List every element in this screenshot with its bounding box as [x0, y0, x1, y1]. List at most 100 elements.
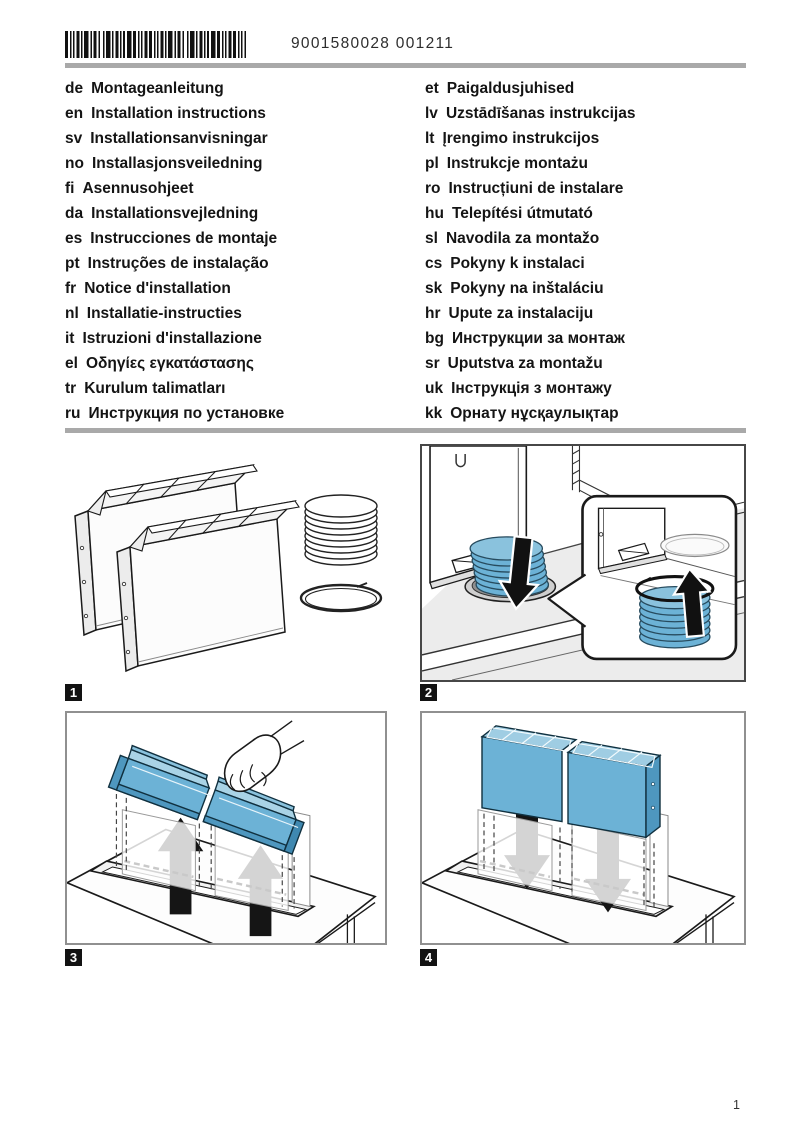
language-code: et	[425, 80, 439, 97]
language-list-left: de Montageanleitung en Installation instru…	[65, 76, 415, 426]
language-title: Installasjonsveiledning	[91, 155, 263, 172]
language-code: en	[65, 105, 84, 122]
document-number: 9001580028 001211	[291, 35, 455, 52]
guide-dashes	[115, 793, 295, 909]
language-row: es Instrucciones de montaje	[65, 226, 415, 251]
language-title: Instrucciones de montaje	[90, 230, 278, 247]
language-code: fr	[65, 280, 77, 297]
language-title: Pokyny na inštaláciu	[450, 280, 604, 297]
language-title: Upute za instalaciju	[448, 305, 594, 322]
language-code: pl	[425, 155, 439, 172]
language-row: pl Instrukcje montażu	[425, 151, 775, 176]
table-leg	[346, 914, 355, 943]
language-title: Pokyny k instalaci	[450, 255, 585, 272]
table-leg	[705, 914, 714, 943]
figure-3-illustration	[65, 711, 387, 945]
callout-appliance-corner	[597, 507, 736, 606]
glass-panels	[477, 809, 669, 912]
language-row: it Istruzioni d'installazione	[65, 326, 415, 351]
language-title: Įrengimo instrukcijos	[442, 130, 600, 147]
language-code: lt	[425, 130, 435, 147]
language-row: cs Pokyny k instalaci	[425, 251, 775, 276]
language-row: lv Uzstādīšanas instrukcijas	[425, 101, 775, 126]
figure-3-label: 3	[65, 949, 82, 966]
language-code: it	[65, 330, 75, 347]
divider	[65, 63, 746, 68]
language-title: Montageanleitung	[91, 80, 224, 97]
hinge-detail	[455, 454, 466, 468]
language-title: Инструкции за монтаж	[451, 330, 625, 347]
language-row: nl Installatie-instructies	[65, 301, 415, 326]
language-code: es	[65, 230, 83, 247]
language-row: pt Instruções de instalação	[65, 251, 415, 276]
language-row: bg Инструкции за монтаж	[425, 326, 775, 351]
language-code: sv	[65, 130, 83, 147]
language-code: fi	[65, 180, 75, 197]
language-title: Asennusohjeet	[82, 180, 194, 197]
language-title: Installationsvejledning	[91, 205, 259, 222]
language-title: Installatie-instructies	[86, 305, 242, 322]
barcode-graphic	[65, 31, 246, 58]
filter-disc-stack	[304, 494, 378, 566]
language-row: el Οδηγίες εγκατάστασης	[65, 351, 415, 376]
language-code: lv	[425, 105, 438, 122]
language-code: sr	[425, 355, 440, 372]
language-code: de	[65, 80, 84, 97]
filter-module-right	[566, 740, 662, 839]
language-row: sr Uputstva za montažu	[425, 351, 775, 376]
figure-4-illustration	[420, 711, 746, 945]
language-code: ru	[65, 405, 81, 422]
language-code: da	[65, 205, 84, 222]
language-title: Installation instructions	[91, 105, 266, 122]
language-row: da Installationsvejledning	[65, 201, 415, 226]
language-code: sl	[425, 230, 438, 247]
language-title: Notice d'installation	[84, 280, 231, 297]
hand	[223, 720, 305, 793]
language-code: nl	[65, 305, 79, 322]
language-title: Istruzioni d'installazione	[82, 330, 262, 347]
language-title: Kurulum talimatları	[84, 380, 226, 397]
language-code: ro	[425, 180, 441, 197]
language-title: Инструкция по установке	[88, 405, 285, 422]
language-code: kk	[425, 405, 443, 422]
figure-2-illustration	[420, 444, 746, 682]
guide-dashes	[483, 813, 655, 909]
language-list-right: et Paigaldusjuhised lv Uzstādīšanas instru…	[425, 76, 775, 426]
page-number: 1	[733, 1098, 740, 1112]
language-code: el	[65, 355, 78, 372]
language-row: ru Инструкция по установке	[65, 401, 415, 426]
language-row: no Installasjonsveiledning	[65, 151, 415, 176]
language-title: Telepítési útmutató	[451, 205, 593, 222]
language-title: Instruções de instalação	[87, 255, 269, 272]
filter-module-left	[480, 725, 578, 823]
language-code: hr	[425, 305, 441, 322]
language-code: no	[65, 155, 84, 172]
language-title: Uputstva za montažu	[447, 355, 603, 372]
language-row: sk Pokyny na inštaláciu	[425, 276, 775, 301]
language-title: Інструкція з монтажу	[451, 380, 612, 397]
callout-empty-opening	[660, 533, 730, 558]
divider	[65, 428, 746, 433]
language-code: sk	[425, 280, 443, 297]
language-row: fi Asennusohjeet	[65, 176, 415, 201]
figure-1-label: 1	[65, 684, 82, 701]
sealing-ring	[299, 582, 383, 613]
language-code: tr	[65, 380, 77, 397]
language-code: uk	[425, 380, 444, 397]
language-row: lt Įrengimo instrukcijos	[425, 126, 775, 151]
language-title: Οδηγίες εγκατάστασης	[85, 355, 254, 372]
language-code: hu	[425, 205, 444, 222]
language-code: cs	[425, 255, 443, 272]
language-title: Navodila za montažo	[445, 230, 600, 247]
language-row: uk Інструкція з монтажу	[425, 376, 775, 401]
language-code: bg	[425, 330, 444, 347]
language-title: Paigaldusjuhised	[446, 80, 575, 97]
language-title: Instrukcje montażu	[446, 155, 589, 172]
language-row: en Installation instructions	[65, 101, 415, 126]
language-code: pt	[65, 255, 80, 272]
figure-4-label: 4	[420, 949, 437, 966]
callout-sealing-ring	[635, 575, 715, 603]
language-title: Uzstādīšanas instrukcijas	[445, 105, 636, 122]
